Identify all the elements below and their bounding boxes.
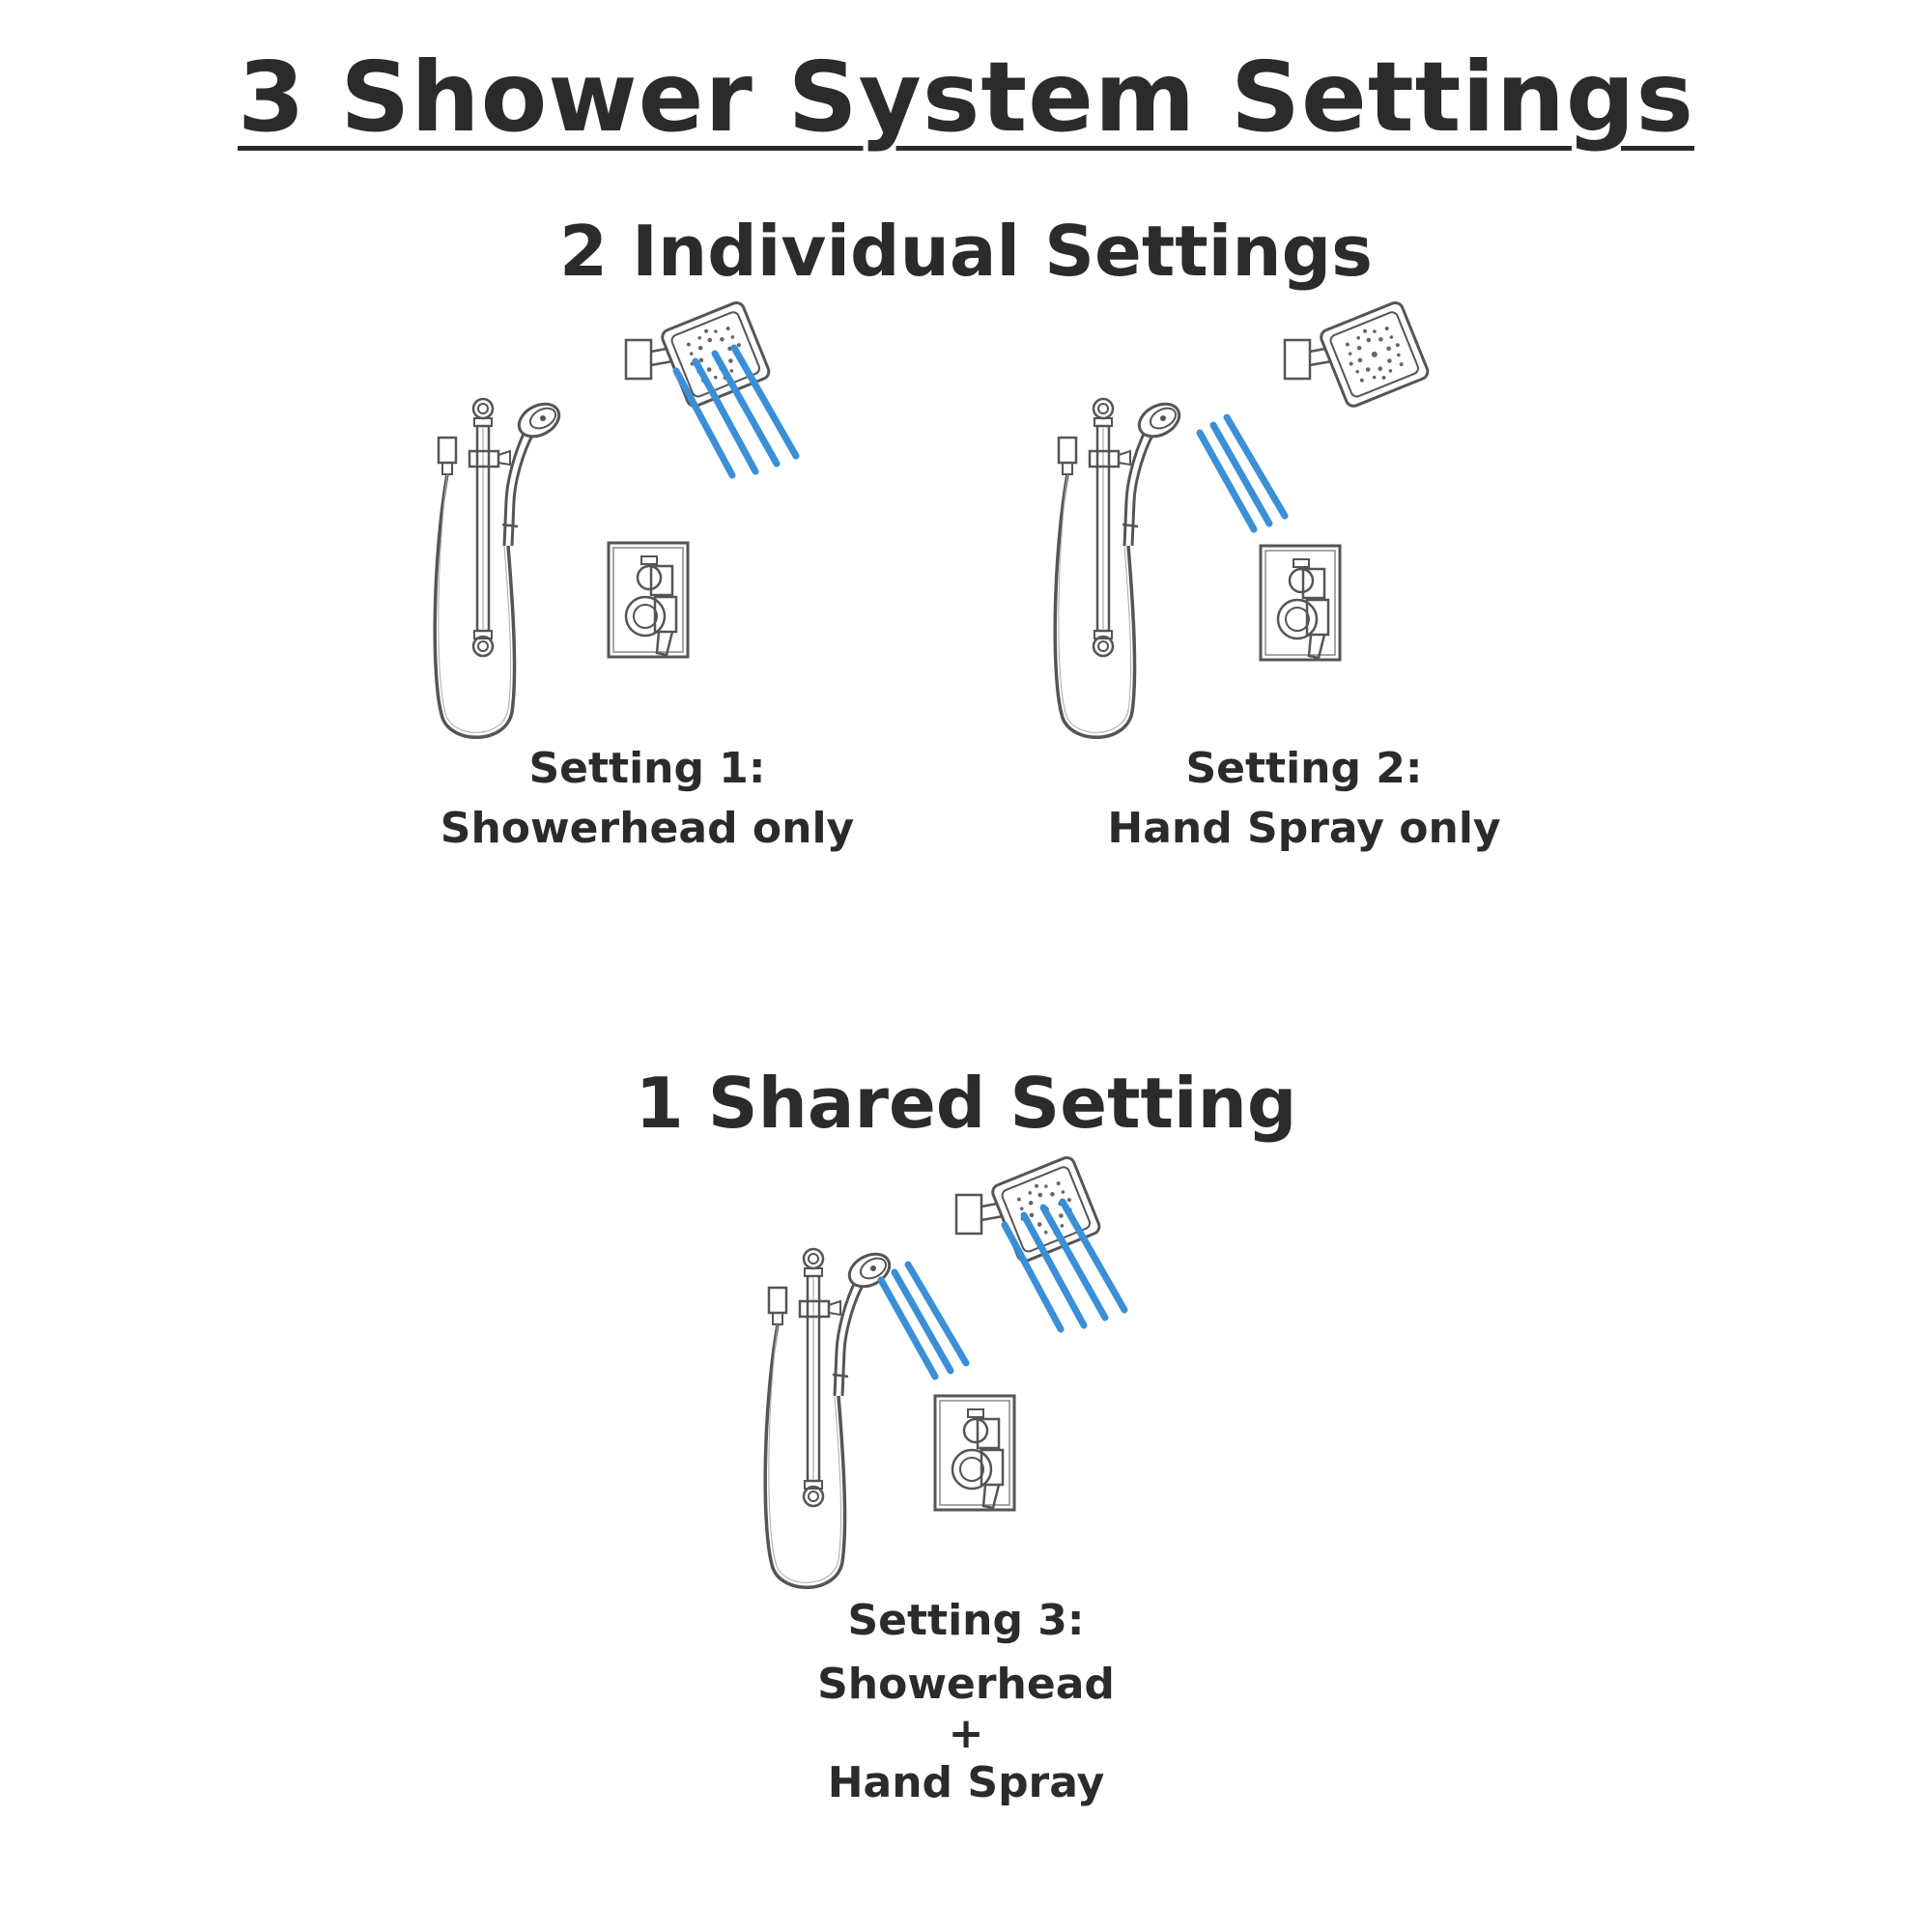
setting-3-figure (763, 1153, 1124, 1590)
setting-2-figure (1053, 298, 1432, 740)
setting-3-plus: + (948, 1709, 984, 1758)
hand-spray-icon (1053, 395, 1187, 740)
shared-setting-heading: 1 Shared Setting (635, 1063, 1297, 1144)
valve-trim-icon (933, 1394, 1016, 1512)
hand-spray-icon (433, 395, 567, 740)
showerhead-icon (1283, 298, 1432, 411)
setting-3-line1: Showerhead (817, 1660, 1115, 1709)
setting-1-figure (433, 298, 796, 740)
water-spray-icon (1200, 417, 1285, 529)
setting-1-description: Showerhead only (440, 804, 855, 853)
valve-trim-icon (607, 541, 690, 659)
showerhead-icon (954, 1153, 1103, 1265)
setting-3-label: Setting 3: (847, 1596, 1085, 1645)
setting-1-caption: Setting 1: Showerhead only (386, 739, 908, 859)
valve-trim-icon (1259, 544, 1342, 662)
hand-spray-icon (763, 1245, 897, 1590)
water-spray-icon (881, 1264, 966, 1377)
setting-2-label: Setting 2: (1185, 744, 1423, 793)
individual-settings-heading: 2 Individual Settings (558, 211, 1374, 292)
setting-2-caption: Setting 2: Hand Spray only (1043, 739, 1565, 859)
setting-3-caption: Setting 3: Showerhead + Hand Spray (705, 1589, 1227, 1815)
setting-2-description: Hand Spray only (1107, 804, 1501, 853)
showerhead-icon (624, 298, 773, 411)
setting-3-line2: Hand Spray (827, 1758, 1105, 1807)
setting-1-label: Setting 1: (528, 744, 766, 793)
page-title: 3 Shower System Settings (237, 41, 1695, 154)
